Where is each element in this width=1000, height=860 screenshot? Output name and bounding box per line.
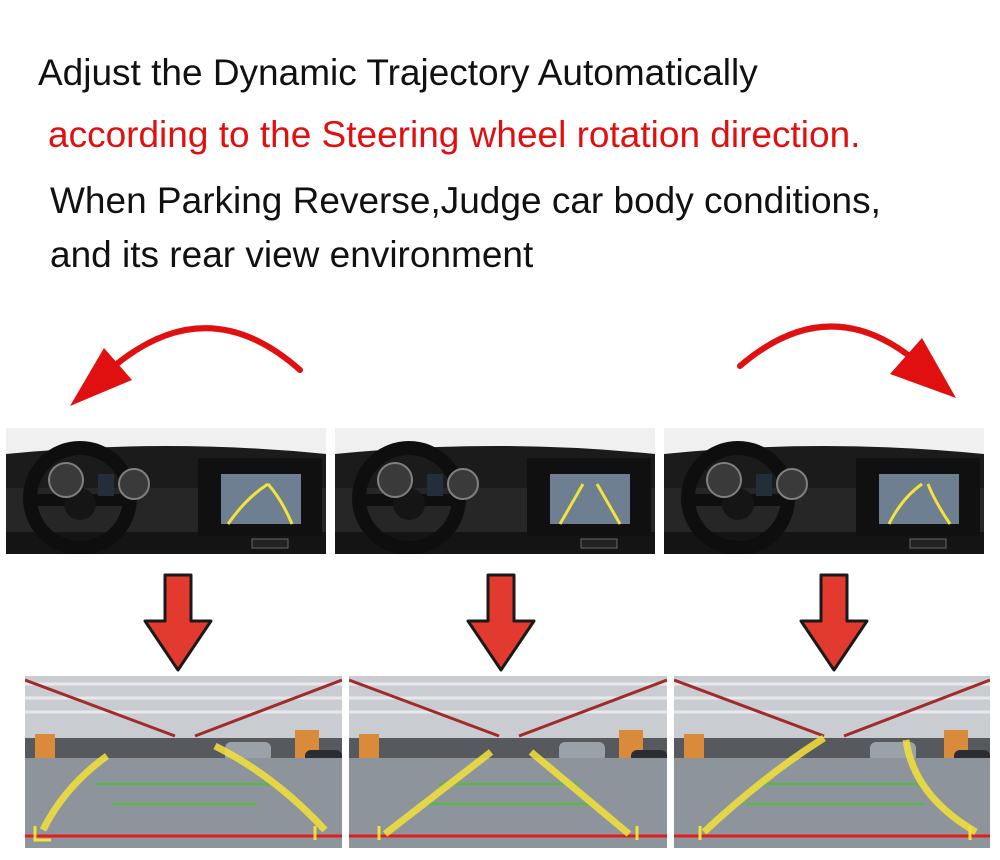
curved-arrow-right-icon (737, 323, 956, 398)
dashboard-photo-steer-left (6, 428, 326, 554)
headline-line-2: according to the Steering wheel rotation… (48, 114, 861, 155)
rear-camera-view-right (674, 676, 990, 848)
headline-line-4: and its rear view environment (50, 234, 534, 275)
dashboard-photo-steer-right (664, 428, 984, 554)
down-arrow-icon (799, 573, 869, 672)
down-arrow-icon (143, 573, 213, 672)
dashboard-photo-steer-center (335, 428, 655, 554)
rear-camera-view-left (25, 676, 342, 848)
headline-line-3: When Parking Reverse,Judge car body cond… (50, 180, 881, 221)
curved-arrow-left-icon (70, 325, 303, 406)
down-arrow-icon (466, 573, 536, 672)
headline-line-1: Adjust the Dynamic Trajectory Automatica… (38, 52, 758, 93)
rear-camera-view-straight (349, 676, 667, 848)
